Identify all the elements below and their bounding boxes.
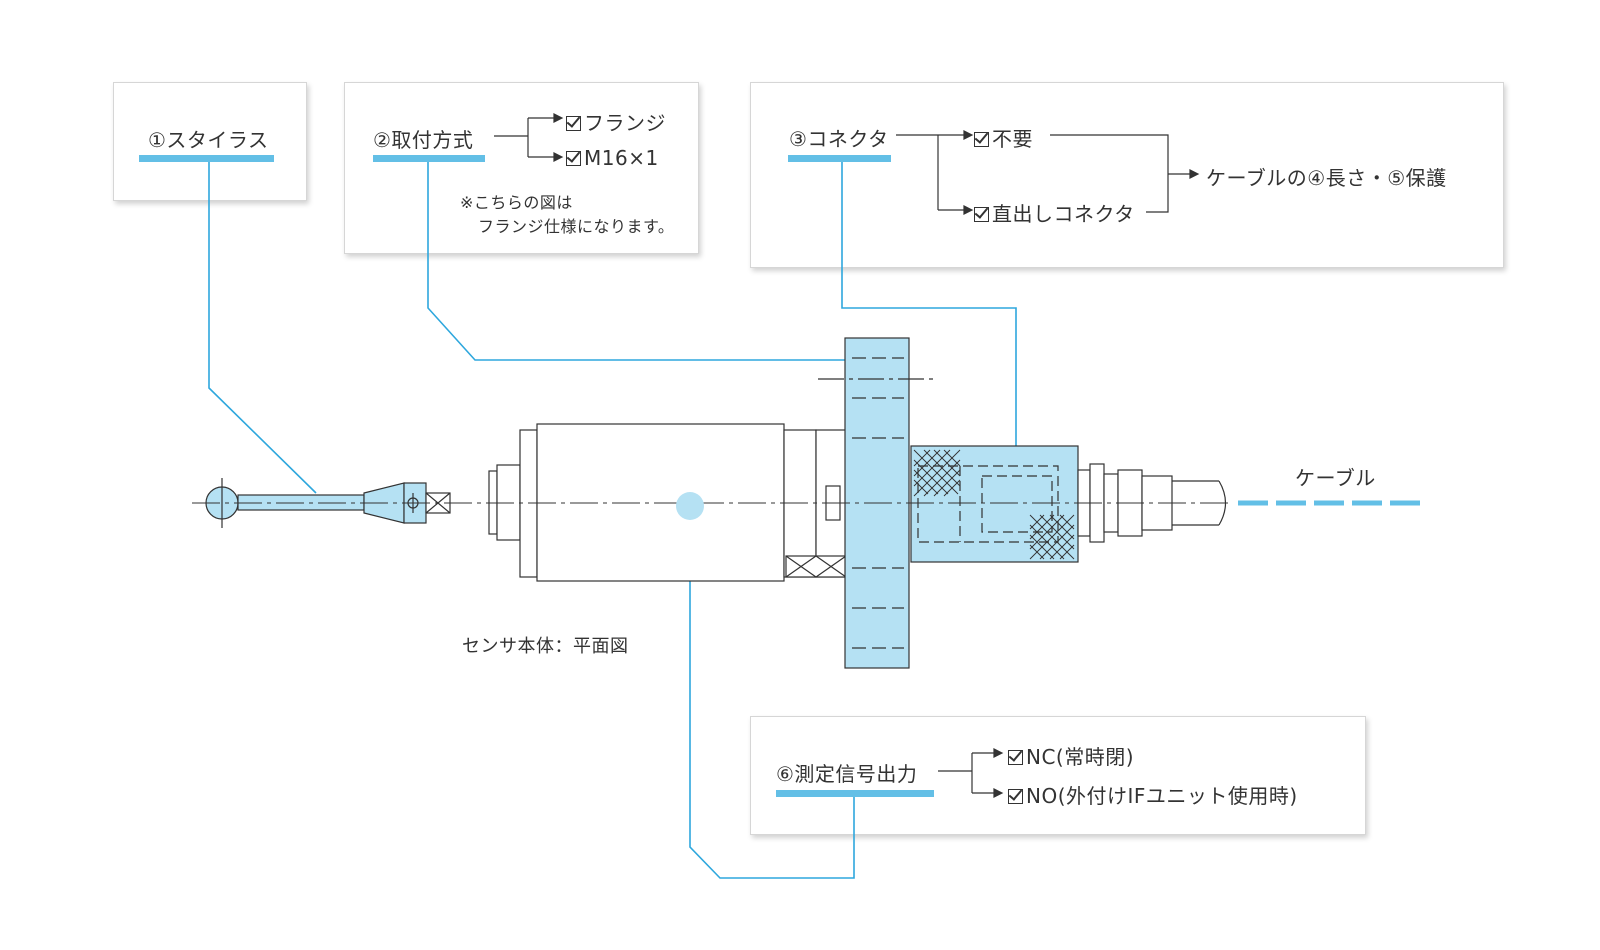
leader-lines	[208, 162, 1017, 879]
connector-option-direct: 直出しコネクタ	[974, 198, 1135, 227]
checkbox-checked-icon	[974, 132, 989, 147]
title-underlines	[139, 155, 934, 797]
mount-note-line1: ※こちらの図は	[460, 193, 573, 212]
connector-box	[750, 82, 1504, 268]
mount-option-m16: M16×1	[566, 146, 659, 170]
stylus-box	[113, 82, 307, 201]
checkbox-checked-icon	[566, 151, 581, 166]
connector-nut-drawing	[910, 445, 1079, 563]
signal-option-nc: NC(常時閉)	[1008, 741, 1134, 770]
checkbox-checked-icon	[974, 207, 989, 222]
connector-result: ケーブルの④長さ・⑤保護	[1206, 166, 1447, 190]
checkbox-checked-icon	[1008, 750, 1023, 765]
mount-option-flange: フランジ	[566, 107, 666, 136]
checkbox-checked-icon	[566, 116, 581, 131]
checkbox-checked-icon	[1008, 789, 1023, 804]
signal-arrows	[938, 748, 1004, 798]
signal-option-no: NO(外付けIFユニット使用時)	[1008, 780, 1298, 809]
stylus-title: ①スタイラス	[148, 128, 269, 152]
mount-box	[344, 82, 699, 254]
signal-box	[750, 716, 1366, 835]
body-marker-dot	[676, 492, 704, 520]
mount-arrows	[494, 113, 564, 162]
body-label: センサ本体：平面図	[462, 636, 629, 657]
connector-title: ③コネクタ	[789, 127, 889, 151]
cable-label: ケーブル	[1295, 466, 1376, 490]
mount-note-line2: フランジ仕様になります。	[478, 217, 675, 236]
mount-title: ②取付方式	[373, 128, 474, 152]
connector-option-none: 不要	[974, 123, 1033, 152]
connector-arrows	[896, 130, 1200, 215]
signal-title: ⑥測定信号出力	[776, 762, 918, 786]
